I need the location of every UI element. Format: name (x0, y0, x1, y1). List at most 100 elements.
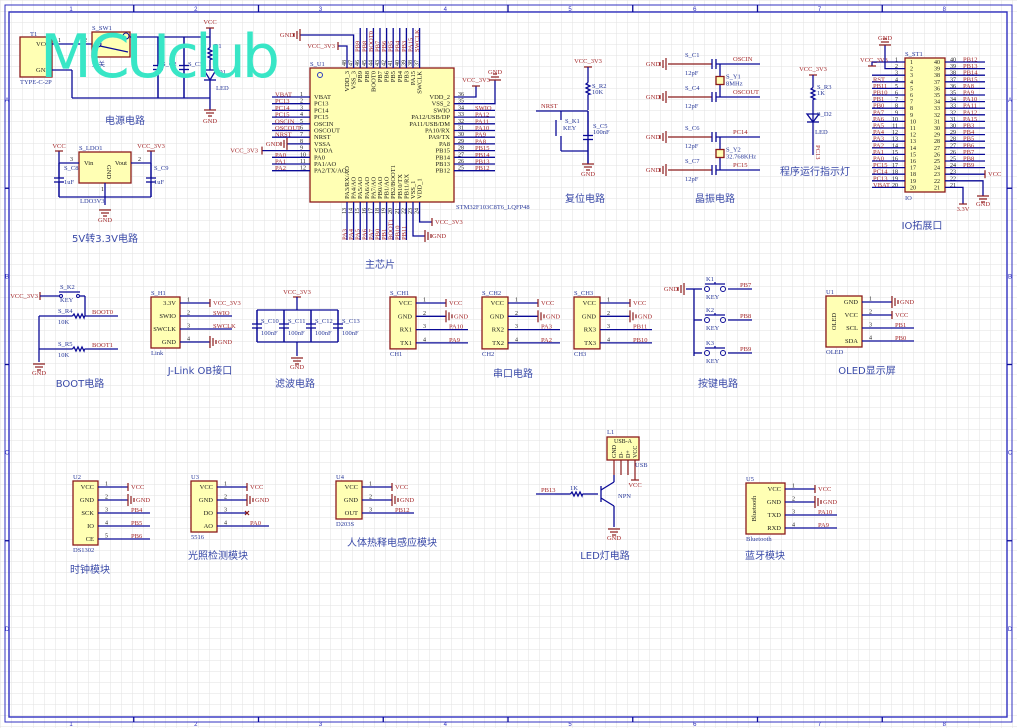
k1-value: KEY (563, 125, 577, 132)
io-pin-number: 17 (910, 166, 916, 172)
net-label: OSCOUT (733, 89, 759, 96)
mcu-pin-number: 27 (458, 152, 464, 158)
wire (454, 86, 477, 98)
mcu-pin-number: 33 (458, 112, 464, 118)
ldo-regulator (78, 151, 132, 184)
c3-ref: S_C3 (188, 61, 202, 68)
switch-contact-icon (122, 32, 130, 40)
io-pin-number: 33 (934, 106, 940, 112)
key-value: KEY (706, 358, 720, 365)
io-value: IO (905, 195, 912, 202)
net-boot0: BOOT0 (92, 309, 113, 316)
mcu-pin-name: PA11/USB/DM (409, 121, 450, 128)
io-pin-number: 7 (895, 97, 898, 103)
jlink-value: Link (151, 350, 164, 357)
ch1-pin-number: 2 (423, 311, 426, 317)
io-pin-number: 36 (934, 86, 940, 92)
mcu-pin-number: 37 (415, 60, 421, 66)
mcu-pin-name: BOOT0 (370, 71, 377, 92)
column-label: 2 (194, 7, 198, 13)
net-vcc3v3: VCC_3V3 (799, 66, 827, 73)
mcu-pin-number: 9 (300, 146, 303, 152)
column-label: 7 (818, 722, 822, 728)
io-pin-number: 13 (910, 139, 916, 145)
k1-ref: S_K1 (565, 118, 580, 125)
mcu-pin-name: VBAT (314, 94, 331, 101)
section-title: OLED显示屏 (838, 365, 895, 377)
r5-ref: S_R5 (58, 341, 72, 348)
mcu-pin-name: SWCLK (417, 71, 424, 94)
led-value: LED (216, 85, 229, 92)
switch-contact-icon (704, 286, 710, 292)
net-label: PA3 (873, 136, 884, 143)
net-label: PB5 (963, 136, 974, 143)
net-label: NRST (275, 132, 292, 139)
power-switch (91, 31, 131, 58)
net-label: PB8 (361, 41, 368, 52)
mcu-pin-name: VDD_2 (429, 94, 450, 101)
wire (300, 34, 355, 68)
io-pin-number: 39 (934, 67, 940, 73)
io-pin-number: 24 (950, 163, 956, 169)
usb-pin-name: D- (619, 452, 625, 458)
net-gnd: GND (646, 61, 660, 68)
ch2-pin-number: 2 (515, 311, 518, 317)
pir-pin-name: VCC (345, 484, 358, 491)
net-gnd: GND (581, 171, 595, 178)
usb-connector (606, 436, 640, 461)
net-vcc3v3: VCC_3V3 (435, 219, 463, 226)
section-title: 蓝牙模块 (745, 550, 785, 562)
bt-module (745, 482, 786, 535)
net-label: PA15 (963, 116, 977, 123)
crystal-value: 32.768KHz (726, 154, 756, 161)
net-label: PB10 (394, 226, 401, 240)
io-pin-number: 14 (910, 146, 916, 152)
net-gnd: GND (266, 141, 280, 148)
clock-pin-name: SCK (81, 510, 94, 517)
c9-ref: S_C9 (154, 165, 168, 172)
mcu-pin-name: VSSA (314, 141, 331, 148)
ldo-ref: S_LDO1 (79, 145, 102, 152)
io-pin-number: 11 (892, 124, 898, 130)
net-label: PB6 (131, 533, 143, 540)
npn-transistor-icon (600, 481, 615, 491)
crystal-icon (715, 75, 725, 86)
net-vcc3v3: VCC_3V3 (230, 148, 258, 155)
clock-value: DS1302 (73, 547, 94, 554)
io-pin-number: 18 (910, 172, 916, 178)
mcu-pin-name: VDDA (314, 148, 333, 155)
net-label: PB4 (394, 40, 401, 52)
mcu-pin-number: 30 (458, 132, 464, 138)
net-label: SWCLK (414, 29, 421, 52)
net-label: PA10 (963, 96, 977, 103)
io-pin-number: 4 (910, 80, 913, 86)
net-label: PB14 (963, 70, 978, 77)
no-connect-icon (244, 510, 250, 516)
net-gnd: GND (454, 313, 468, 320)
net-label: PC14 (733, 129, 748, 136)
io-pin-number: 7 (910, 100, 913, 106)
mcu-pin-number: 28 (458, 146, 464, 152)
key-value: KEY (706, 294, 720, 301)
net-gnd: GND (218, 339, 232, 346)
net-label: PA9 (475, 132, 486, 139)
net-label: PB6 (963, 142, 975, 149)
switch-lever-icon (99, 45, 129, 53)
net-power: VCC (131, 484, 144, 491)
oled-value: OLED (826, 349, 844, 356)
ch2-pin-name: GND (490, 313, 504, 320)
typec-ref: T1 (30, 31, 37, 38)
net-label: PA8 (475, 138, 486, 145)
r2-ref: S_R2 (592, 83, 606, 90)
pir-ref: U4 (336, 474, 345, 481)
io-pin-number: 12 (892, 130, 898, 136)
light-pin-name: VCC (200, 484, 213, 491)
net-gnd: GND (646, 167, 660, 174)
crystal-cap-value: 12pF (685, 143, 699, 150)
light-pin-name: AO (204, 523, 214, 530)
net-label: OSCOUT (275, 125, 301, 132)
d2-value: LED (815, 129, 828, 136)
mcu-pin-number: 10 (300, 152, 306, 158)
net-label: PA1 (873, 149, 884, 156)
